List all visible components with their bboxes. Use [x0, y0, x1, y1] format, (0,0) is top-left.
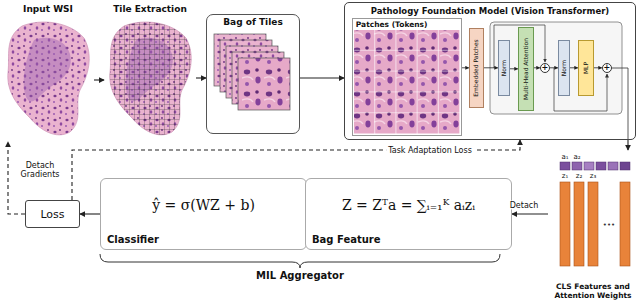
loss-label: Loss	[40, 209, 64, 220]
flow-arrow	[484, 67, 498, 68]
group-label: MIL Aggregator	[256, 271, 344, 281]
patch-title: Patches (Tokens)	[356, 20, 428, 29]
feature-bar	[588, 182, 598, 266]
norm-box: Norm	[558, 40, 570, 96]
feature-label: z₂	[576, 173, 582, 180]
weight-label: a₂	[573, 154, 580, 161]
tissue-slide	[8, 22, 89, 135]
image-panel: Tile Extraction	[104, 2, 196, 142]
mlp-label: MLP	[583, 62, 589, 74]
flow-arrow	[594, 67, 602, 68]
add-symbol: +	[603, 64, 610, 72]
flow-arrow	[550, 67, 558, 68]
mlp-box: MLP	[578, 40, 594, 96]
add-circle: +	[602, 63, 612, 73]
tile	[238, 58, 290, 110]
patch-grid	[354, 30, 460, 134]
box-label: Bag Feature	[312, 234, 381, 245]
tile-grid-lines	[104, 16, 198, 142]
cls-features	[560, 182, 630, 266]
feature-bar	[574, 182, 584, 266]
attention-cell	[560, 162, 570, 170]
panel-title: CLS Features and Attention Weights	[548, 282, 638, 300]
flow-arrow	[80, 213, 100, 214]
transformer-block	[490, 22, 622, 114]
tissue-dark-region	[24, 38, 71, 102]
flow-arrow	[94, 79, 104, 80]
flow-arrow	[534, 67, 540, 68]
feature-bar	[560, 182, 570, 266]
bag-feature-box: Z = Zᵀa = ∑ᵢ₌₁ᴷ aᵢzᵢBag Feature	[305, 178, 512, 250]
output-wire	[612, 68, 628, 139]
model-box: Patches (Tokens) Embedded Patches Norm Mult…	[344, 2, 636, 140]
panel-title: Bag of Tiles	[207, 17, 299, 27]
attention-box: Multi-Head Attention	[518, 27, 534, 111]
weight-label: a₁	[561, 154, 568, 161]
attention-cell	[608, 162, 618, 170]
classifier-box: ŷ = σ(WZ + b) Classifier	[100, 178, 307, 250]
flow-arrow	[510, 68, 518, 69]
add-symbol: +	[541, 64, 548, 72]
bracket	[100, 254, 500, 268]
flow-arrow	[196, 77, 206, 78]
tile-stack	[214, 34, 290, 110]
loss-box: Loss	[25, 200, 80, 228]
flow-arrow	[300, 77, 344, 78]
embed-label: Embedded Patches	[473, 39, 479, 96]
attention-weights	[560, 162, 630, 170]
edge-label: Detach	[508, 201, 541, 210]
formula: ŷ = σ(WZ + b)	[101, 197, 306, 213]
flow-arrow	[570, 67, 578, 68]
panel-title: Input WSI	[2, 4, 94, 14]
attention-label: Multi-Head Attention	[523, 38, 529, 100]
norm-label: Norm	[501, 60, 507, 76]
panel-title: Tile Extraction	[104, 4, 196, 14]
attention-cell	[572, 162, 582, 170]
image-panel: Input WSI	[2, 2, 94, 142]
attention-cell	[584, 162, 594, 170]
flow-arrow	[462, 67, 469, 68]
flow-arrow	[512, 213, 548, 214]
feature-bar	[620, 182, 630, 266]
tile-grid	[104, 16, 198, 142]
add-circle: +	[540, 63, 550, 73]
ellipsis: •••	[603, 222, 615, 229]
norm-label: Norm	[561, 60, 567, 76]
feature-label: z₁	[562, 173, 568, 180]
edge-label: Detach Gradients	[14, 161, 66, 179]
feature-label: z₃	[590, 173, 596, 180]
model-title: Pathology Foundation Model (Vision Trans…	[345, 6, 635, 16]
attention-cell	[620, 162, 630, 170]
patch-image	[354, 30, 460, 134]
patch-panel: Patches (Tokens)	[352, 18, 462, 136]
attention-cell	[596, 162, 606, 170]
embed-box: Embedded Patches	[469, 28, 484, 108]
formula: Z = Zᵀa = ∑ᵢ₌₁ᴷ aᵢzᵢ	[306, 197, 511, 213]
box-label: Classifier	[107, 234, 159, 245]
edge-label: Task Adaptation Loss	[386, 146, 474, 155]
flow-arrow	[627, 140, 628, 150]
bag-box: Bag of Tiles	[206, 14, 300, 134]
norm-box: Norm	[498, 40, 510, 96]
